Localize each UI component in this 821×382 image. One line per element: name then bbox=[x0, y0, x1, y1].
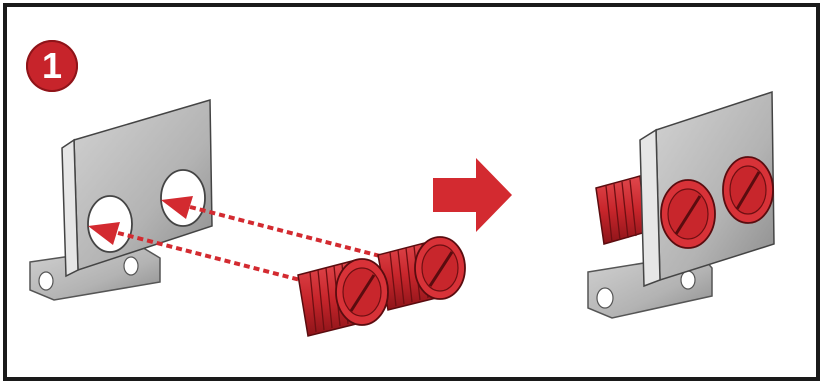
after-flange-hole-right bbox=[681, 271, 695, 289]
step-number: 1 bbox=[42, 48, 62, 84]
plug-loose-back bbox=[378, 237, 465, 310]
step-number-badge: 1 bbox=[26, 40, 78, 92]
after-flange-hole-left bbox=[597, 288, 613, 308]
flange-hole-right bbox=[124, 257, 138, 275]
installed-plug-right bbox=[723, 157, 773, 223]
bracket-after-edge bbox=[640, 130, 660, 286]
next-step-arrow bbox=[433, 158, 512, 232]
bracket-after bbox=[588, 92, 774, 318]
flange-hole-left bbox=[39, 272, 53, 290]
installed-plug-back-body bbox=[596, 176, 646, 244]
installed-plug-left bbox=[661, 180, 715, 248]
guide-line-right bbox=[190, 207, 388, 258]
plug-loose-front bbox=[298, 259, 388, 336]
